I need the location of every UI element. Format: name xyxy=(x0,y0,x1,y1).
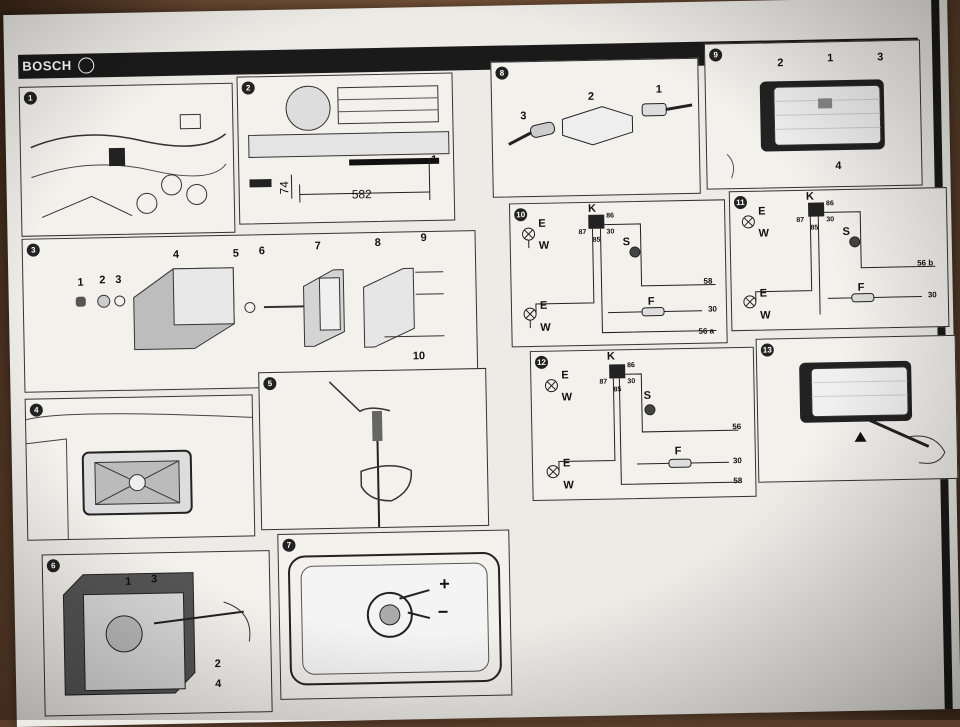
brand-name: BOSCH xyxy=(22,58,72,74)
terminal-56: 56 xyxy=(732,422,741,431)
callout-1: 1 xyxy=(656,83,662,95)
switch-S: S xyxy=(842,226,850,238)
engine-bay-illustration xyxy=(20,84,235,236)
pin-87: 87 xyxy=(796,217,804,224)
part-label-4: 4 xyxy=(173,249,179,261)
aiming-adjust-illustration xyxy=(757,336,958,482)
step-4-panel: 4 xyxy=(25,394,256,540)
pin-87: 87 xyxy=(599,379,607,386)
callout-1: 1 xyxy=(827,52,833,64)
callout-2: 2 xyxy=(215,658,221,670)
lamp-E-bottom: E xyxy=(563,457,571,469)
pin-85: 85 xyxy=(593,237,601,244)
plus-terminal: + xyxy=(439,574,450,595)
fuse-F: F xyxy=(675,445,682,457)
relay-K: K xyxy=(588,203,596,215)
callout-3: 3 xyxy=(520,110,526,122)
instruction-sheet: BOSCH 1 2 58 xyxy=(3,0,960,727)
part-label-5: 5 xyxy=(233,248,239,260)
step-6-panel: 6 1 3 2 4 xyxy=(42,550,273,716)
callout-2: 2 xyxy=(777,57,783,69)
part-label-6: 6 xyxy=(259,245,265,257)
callout-3: 3 xyxy=(151,573,157,585)
lamp-mount-plate-illustration xyxy=(26,395,255,539)
ground-W-top: W xyxy=(758,227,769,239)
step-9-panel: 9 2 1 3 4 xyxy=(704,40,923,190)
step-10-wiring-panel: 10 K 86 87 30 85 E W E W S F 58 56 a xyxy=(509,199,728,347)
dimension-width: 582 xyxy=(352,187,372,201)
lamp-E-top: E xyxy=(538,218,546,230)
ground-W-bottom: W xyxy=(540,322,551,334)
switch-S: S xyxy=(623,236,631,248)
step-12-wiring-panel: 12 K 86 87 30 85 E W E W S F 56 58 30 xyxy=(530,347,757,501)
lamp-E-top: E xyxy=(758,206,766,218)
part-label-9: 9 xyxy=(420,232,426,244)
step-2-panel: 2 582 74 1 xyxy=(236,73,455,225)
pin-30: 30 xyxy=(627,378,635,385)
step-1-panel: 1 xyxy=(19,83,236,237)
pin-86: 86 xyxy=(606,212,614,219)
step-8-panel: 8 3 2 1 xyxy=(490,58,701,198)
switch-S: S xyxy=(644,390,652,402)
dimension-height: 74 xyxy=(277,181,291,195)
exploded-lamp-illustration xyxy=(23,231,478,392)
step-7-panel: 7 + − xyxy=(277,530,512,700)
fuse-F: F xyxy=(648,296,655,308)
terminal-56a: 56 a xyxy=(698,327,714,336)
terminal-30: 30 xyxy=(928,290,937,299)
hand-cable-illustration xyxy=(259,369,488,529)
terminal-56b: 56 b xyxy=(917,258,933,267)
part-label-1: 1 xyxy=(77,277,83,289)
callout-4: 4 xyxy=(215,678,221,690)
callout-4: 4 xyxy=(835,160,841,172)
part-label-8: 8 xyxy=(375,237,381,249)
pin-86: 86 xyxy=(826,200,834,207)
pin-87: 87 xyxy=(578,229,586,236)
fuse-F: F xyxy=(858,282,865,294)
pin-85: 85 xyxy=(613,386,621,393)
minus-terminal: − xyxy=(438,602,449,623)
callout-1: 1 xyxy=(125,576,131,588)
part-label-10: 10 xyxy=(413,350,425,362)
connector-illustration xyxy=(491,59,700,197)
step-11-wiring-panel: 11 K 86 87 30 85 E W E W S F 56 b 30 xyxy=(729,187,950,331)
pin-30: 30 xyxy=(826,216,834,223)
ground-W-bottom: W xyxy=(760,309,771,321)
bumper-mount-illustration xyxy=(237,74,454,224)
bulb-terminal-illustration xyxy=(278,531,511,699)
ground-W-top: W xyxy=(562,391,573,403)
terminal-30: 30 xyxy=(733,456,742,465)
pin-86: 86 xyxy=(627,362,635,369)
lamp-E-bottom: E xyxy=(760,288,768,300)
relay-K: K xyxy=(607,350,615,362)
callout-2: 2 xyxy=(588,91,594,103)
terminal-58: 58 xyxy=(703,277,712,286)
step-13-panel: 13 xyxy=(756,335,959,483)
part-label-2: 2 xyxy=(99,274,105,286)
step-5-panel: 5 xyxy=(258,368,489,530)
relay-K: K xyxy=(806,191,814,203)
terminal-58: 58 xyxy=(733,476,742,485)
part-label-7: 7 xyxy=(315,240,321,252)
callout-1: 1 xyxy=(431,154,437,166)
ground-W-bottom: W xyxy=(563,479,574,491)
pin-85: 85 xyxy=(810,225,818,232)
ground-W-top: W xyxy=(539,240,550,252)
callout-3: 3 xyxy=(877,51,883,63)
lamp-E-bottom: E xyxy=(540,300,548,312)
part-label-3: 3 xyxy=(115,274,121,286)
terminal-30: 30 xyxy=(708,304,717,313)
pin-30: 30 xyxy=(606,228,614,235)
lamp-E-top: E xyxy=(561,369,569,381)
fog-lamp-front-illustration xyxy=(705,41,922,189)
